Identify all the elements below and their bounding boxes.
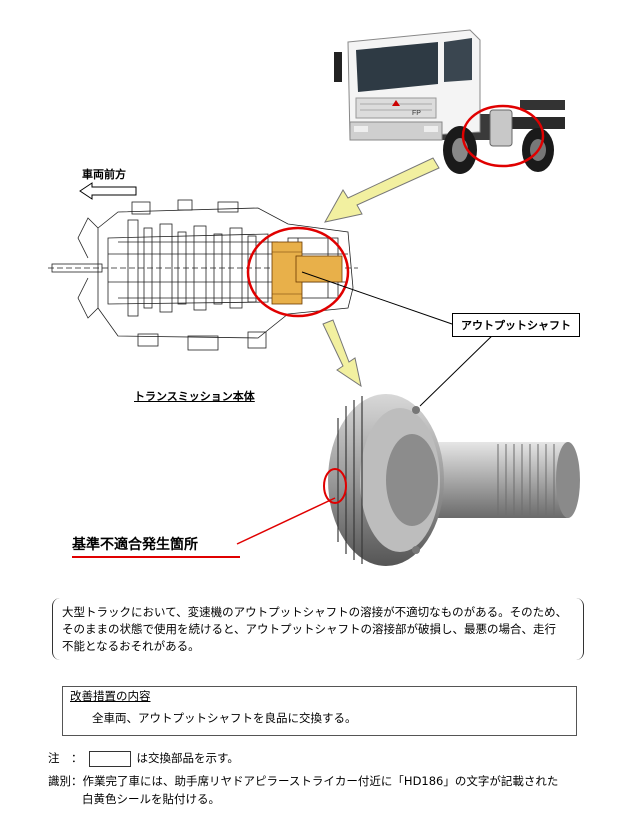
transmission-label-text: トランスミッション本体 [134, 390, 255, 403]
output-shaft-highlight [271, 241, 343, 305]
note-label: 注 ： [48, 751, 83, 765]
output-shaft-photo [323, 394, 580, 566]
vehicle-front-arrow [79, 182, 137, 200]
identification-line: 作業完了車には、助手席リヤドアピラーストライカー付近に「HD186」の文字が記載… [82, 774, 559, 788]
note-text: は交換部品を示す。 [136, 751, 239, 765]
identification-label: 識別： [48, 774, 83, 788]
identification-row-2: 白黄色シールを貼付ける。 [82, 791, 220, 807]
transmission-drawing [48, 199, 358, 351]
defect-location-text: 基準不適合発生箇所 [72, 537, 198, 553]
vehicle-front-label: 車両前方 [82, 168, 126, 181]
arrow-truck-to-transmission [324, 157, 440, 223]
description-box [52, 598, 584, 660]
description-text: 大型トラックにおいて、変速機のアウトプットシャフトの溶接が不適切なものがある。そ… [62, 604, 577, 655]
identification-line: 白黄色シールを貼付ける。 [82, 792, 220, 806]
defect-location-label: 基準不適合発生箇所 [72, 534, 240, 558]
defect-leader [236, 497, 336, 545]
identification-row: 識別：作業完了車には、助手席リヤドアピラーストライカー付近に「HD186」の文字… [48, 773, 558, 789]
truck-illustration: FP [334, 29, 565, 174]
output-shaft-label-text: アウトプットシャフト [461, 319, 571, 332]
output-shaft-leader [301, 271, 499, 407]
description-line: 不能となるおそれがある。 [62, 639, 200, 653]
truck-badge: FP [412, 110, 421, 117]
remedy-box [62, 686, 577, 736]
remedy-title: 改善措置の内容 [70, 689, 151, 703]
output-shaft-label: アウトプットシャフト [452, 313, 580, 337]
description-line: 大型トラックにおいて、変速機のアウトプットシャフトの溶接が不適切なものがある。そ… [62, 605, 568, 619]
transmission-label: トランスミッション本体 [134, 388, 255, 404]
description-line: そのままの状態で使用を続けると、アウトプットシャフトの溶接部が破損し、最悪の場合… [62, 622, 557, 636]
arrow-transmission-to-part [322, 319, 362, 388]
replacement-part-sample-box [88, 750, 131, 767]
remedy-body: 全車両、アウトプットシャフトを良品に交換する。 [92, 711, 357, 725]
note-row: 注 ： は交換部品を示す。 [48, 750, 239, 767]
